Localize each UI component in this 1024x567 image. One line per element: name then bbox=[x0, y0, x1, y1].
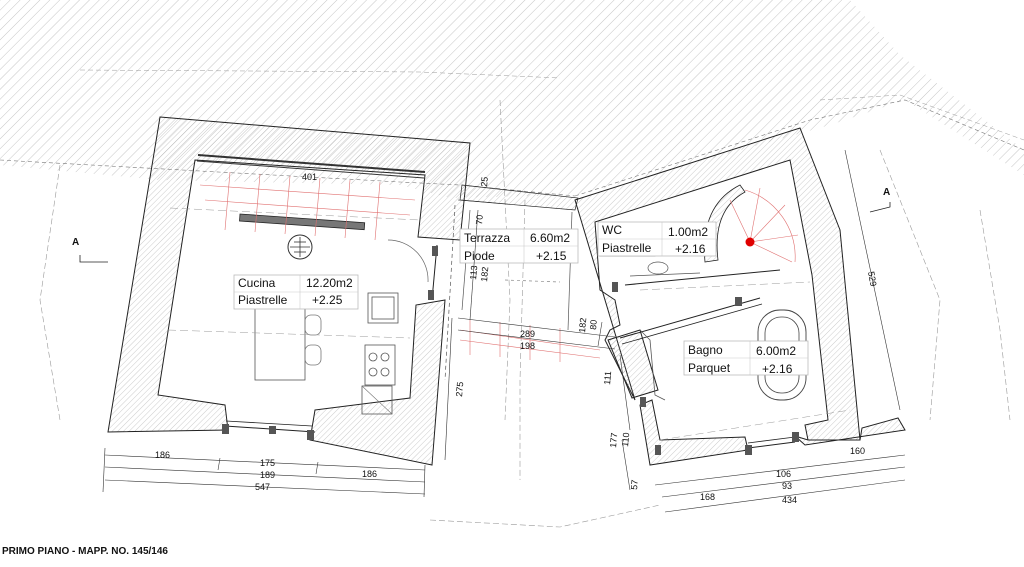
room-label-bagno: Bagno 6.00m2 Parquet +2.16 bbox=[683, 340, 809, 376]
dim-110: 110 bbox=[620, 432, 631, 447]
drawing-title: PRIMO PIANO - MAPP. NO. 145/146 bbox=[2, 546, 168, 557]
terrazza-level: +2.15 bbox=[536, 249, 567, 263]
dim-175: 175 bbox=[260, 458, 275, 468]
dim-70: 70 bbox=[474, 214, 485, 225]
dim-25: 25 bbox=[479, 176, 490, 187]
section-mark-left: A bbox=[72, 237, 108, 263]
dim-401: 401 bbox=[302, 172, 317, 182]
dim-106: 106 bbox=[776, 469, 791, 479]
dim-547: 547 bbox=[255, 482, 270, 492]
svg-text:A: A bbox=[72, 237, 79, 248]
dimension-lines bbox=[102, 149, 906, 513]
terrazza-area: 6.60m2 bbox=[530, 231, 570, 245]
dim-111: 111 bbox=[602, 371, 613, 386]
wc-level: +2.16 bbox=[675, 242, 706, 256]
dim-186-a: 186 bbox=[155, 450, 170, 460]
cucina-floor: Piastrelle bbox=[238, 293, 288, 307]
section-marks: A A bbox=[72, 187, 891, 263]
dim-198: 198 bbox=[520, 341, 535, 351]
dim-80: 80 bbox=[588, 319, 599, 330]
section-mark-right: A bbox=[869, 187, 891, 213]
dim-289: 289 bbox=[520, 329, 535, 339]
bagno-floor: Parquet bbox=[688, 361, 731, 375]
cucina-level: +2.25 bbox=[312, 293, 343, 307]
contour-lines bbox=[39, 99, 1011, 528]
room-label-terrazza: Terrazza 6.60m2 Piode +2.15 bbox=[459, 228, 579, 264]
dim-182-b: 182 bbox=[577, 317, 588, 333]
room-label-wc: WC 1.00m2 Piastrelle +2.16 bbox=[597, 221, 717, 257]
dim-93: 93 bbox=[782, 481, 792, 491]
dim-177: 177 bbox=[608, 432, 619, 448]
bagno-area: 6.00m2 bbox=[756, 344, 796, 358]
dim-186-b: 186 bbox=[362, 469, 377, 479]
dim-160: 160 bbox=[850, 446, 865, 456]
wc-name: WC bbox=[602, 223, 622, 237]
dim-189: 189 bbox=[260, 470, 275, 480]
terrace bbox=[444, 184, 579, 381]
room-label-cucina: Cucina 12.20m2 Piastrelle +2.25 bbox=[233, 274, 359, 310]
bagno-level: +2.16 bbox=[762, 362, 793, 376]
room-labels: Cucina 12.20m2 Piastrelle +2.25 Terrazza… bbox=[233, 221, 809, 376]
dimension-texts: 401 25 70 113 182 275 289 198 80 182 111… bbox=[155, 172, 878, 505]
terrazza-name: Terrazza bbox=[464, 231, 510, 245]
stair-lines bbox=[199, 171, 601, 362]
cucina-area: 12.20m2 bbox=[306, 276, 353, 290]
wc-area: 1.00m2 bbox=[668, 225, 708, 239]
dim-57: 57 bbox=[629, 479, 640, 490]
wc-floor: Piastrelle bbox=[602, 241, 652, 255]
right-building bbox=[574, 127, 906, 466]
terrazza-floor: Piode bbox=[464, 249, 495, 263]
dim-113: 113 bbox=[468, 265, 479, 280]
dim-168: 168 bbox=[700, 492, 715, 502]
dim-434: 434 bbox=[782, 495, 797, 505]
marker-dot bbox=[745, 237, 755, 247]
dim-182-a: 182 bbox=[479, 266, 490, 282]
svg-text:A: A bbox=[883, 187, 890, 198]
bagno-name: Bagno bbox=[688, 343, 723, 357]
cucina-name: Cucina bbox=[238, 276, 276, 290]
dim-529: 529 bbox=[866, 271, 878, 288]
dim-275: 275 bbox=[454, 381, 465, 397]
left-building bbox=[107, 116, 471, 466]
